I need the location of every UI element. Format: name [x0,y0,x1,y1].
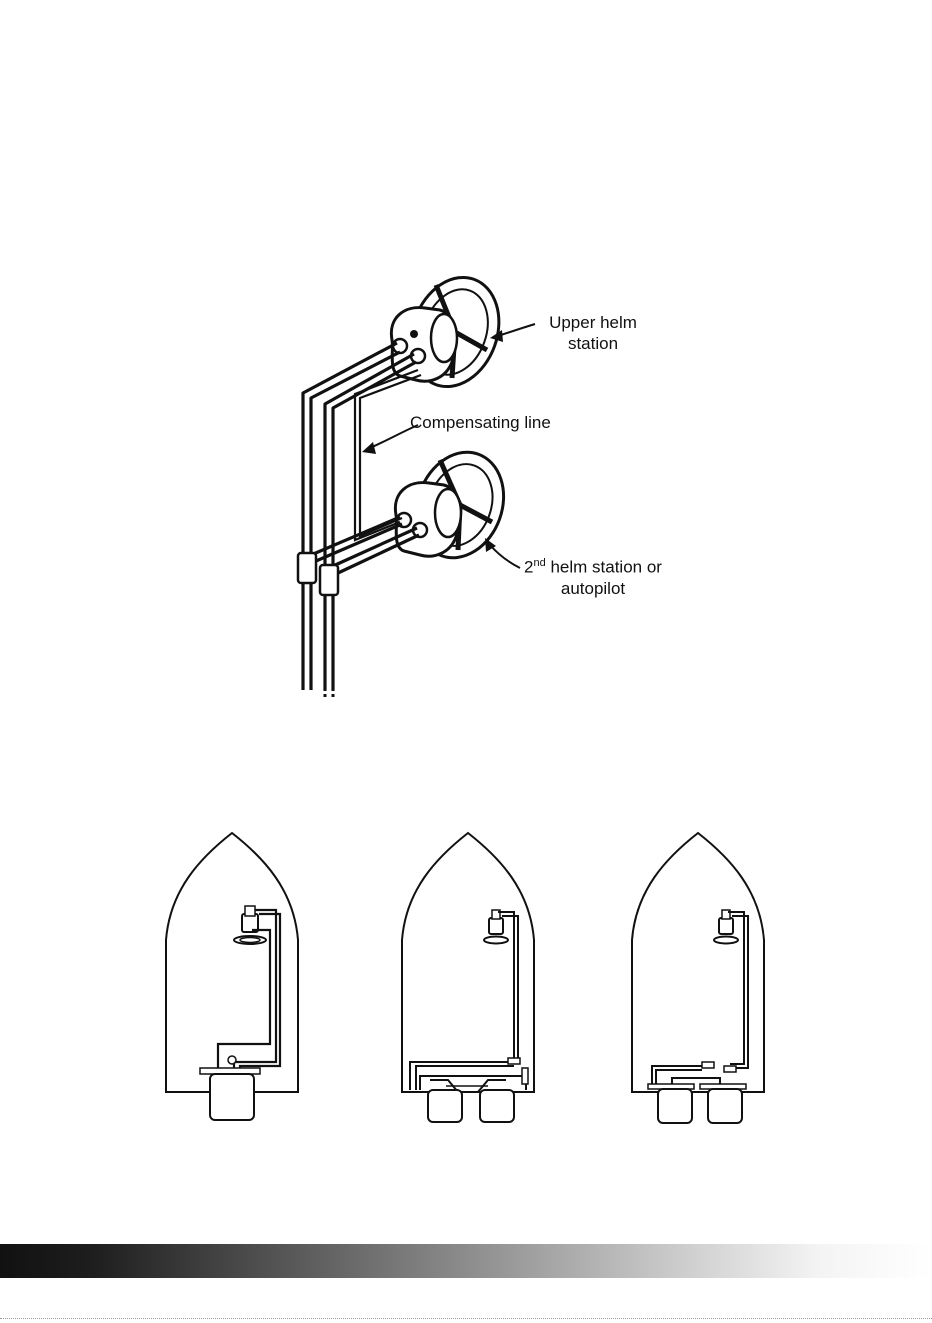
boat-twin-engine-tie-bar [402,833,534,1122]
second-helm-ordinal: nd [533,557,545,569]
footer-dotted-rule [0,1318,932,1319]
compensating-line-text: Compensating line [410,413,551,432]
second-helm-label: 2nd helm station or autopilot [508,553,678,599]
second-helm-text: helm station or [546,558,662,577]
dual-helm-diagram [298,265,535,700]
footer-gradient-bar [0,1244,932,1278]
boat-single-engine [166,833,298,1120]
compensating-line-label: Compensating line [410,412,585,433]
second-helm-label-line1: 2nd helm station or [508,553,678,578]
second-helm-label-line2: autopilot [508,578,678,599]
upper-helm-label: Upper helm station [528,312,658,354]
upper-helm-label-line2: station [528,333,658,354]
line-break-marks [303,670,333,700]
upper-helm-label-line1: Upper helm [528,312,658,333]
lower-helm-pump [395,483,461,557]
boat-twin-engine-dual-cylinder [632,833,764,1123]
